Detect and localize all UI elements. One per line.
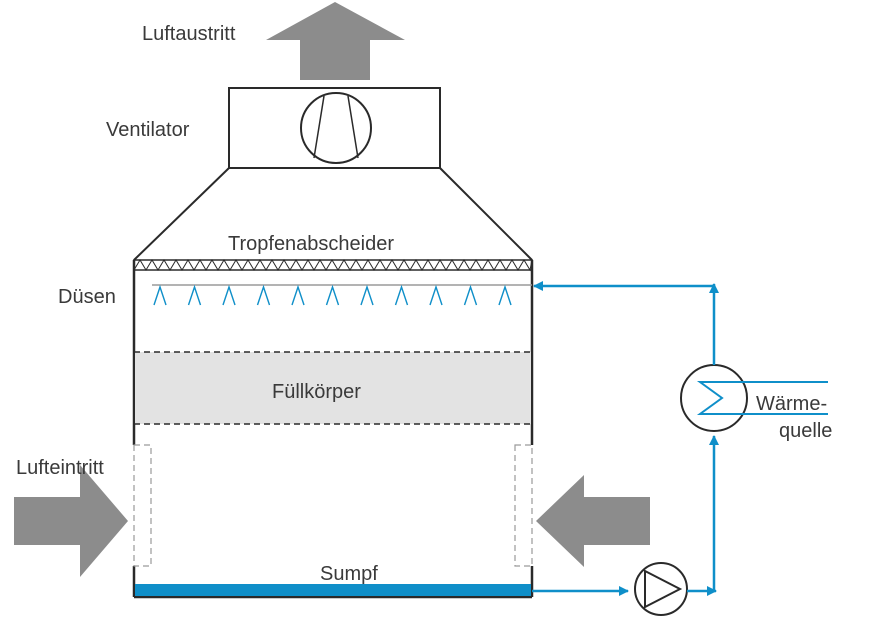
heat-source-label-line2: quelle xyxy=(779,420,832,442)
hood-right-edge xyxy=(439,167,533,261)
air-inlet-louver-left xyxy=(133,444,152,567)
drift-eliminator xyxy=(133,259,533,272)
heat-exchanger-icon xyxy=(680,364,828,432)
nozzle-icon xyxy=(429,284,443,306)
nozzle-icon xyxy=(498,284,512,306)
air-inlet-louver-right xyxy=(514,444,533,567)
sump-label: Sumpf xyxy=(320,563,378,585)
fill-media xyxy=(135,352,531,424)
air-outlet-label: Luftaustritt xyxy=(142,23,236,45)
fan-label: Ventilator xyxy=(106,119,190,141)
nozzle-icon xyxy=(153,284,167,306)
nozzle-icon xyxy=(360,284,374,306)
air-outlet-arrow-icon xyxy=(266,2,405,80)
nozzles xyxy=(153,284,512,306)
fan-icon xyxy=(300,92,372,164)
nozzle-icon xyxy=(325,284,340,306)
nozzle-icon xyxy=(187,284,202,306)
heat-source-label-line1: Wärme- xyxy=(756,393,827,415)
air-inlet-label: Lufteintritt xyxy=(16,457,104,479)
hood-left-edge xyxy=(133,167,230,261)
air-inlet-arrow-left-icon xyxy=(14,465,128,577)
sump-water xyxy=(135,584,531,596)
air-inlet-arrow-right-icon xyxy=(536,475,650,567)
nozzles-label: Düsen xyxy=(58,286,116,308)
nozzle-icon xyxy=(463,284,478,306)
nozzle-icon xyxy=(394,284,409,306)
nozzle-icon xyxy=(222,284,236,306)
nozzle-icon xyxy=(256,284,271,306)
nozzle-icon xyxy=(291,284,305,306)
drift-eliminator-label: Tropfenabscheider xyxy=(228,233,394,255)
pump-icon xyxy=(634,562,688,616)
fill-label: Füllkörper xyxy=(272,381,361,403)
